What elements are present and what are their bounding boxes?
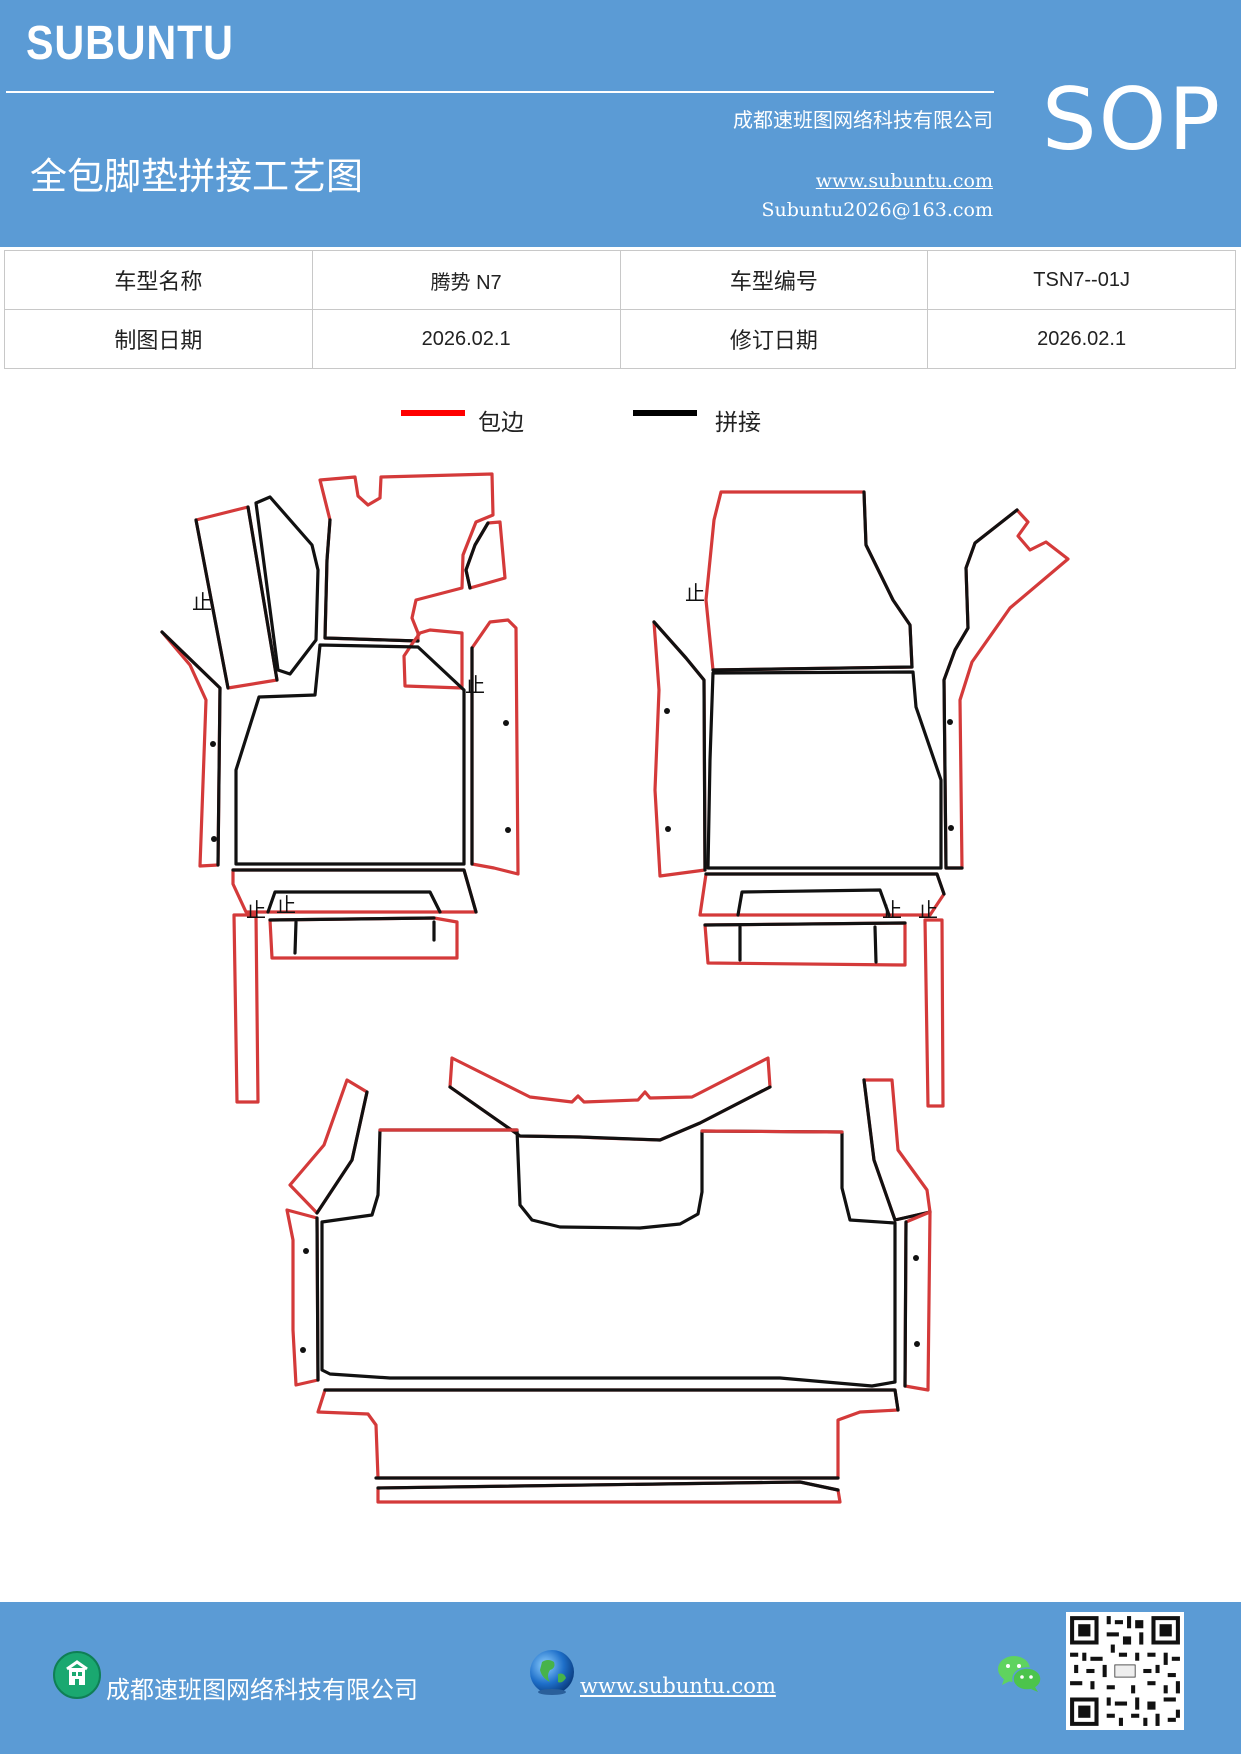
brand-logo: SUBUNTU <box>26 17 234 70</box>
stop-mark: 止 <box>465 673 485 697</box>
footer-company: 成都速班图网络科技有限公司 <box>106 1676 418 1704</box>
mat-front-left <box>160 472 520 1104</box>
stop-mark: 止 <box>685 581 705 605</box>
header-email[interactable]: Subuntu2026@163.com <box>761 199 993 221</box>
document-title: 全包脚垫拼接工艺图 <box>30 155 363 198</box>
mat-rear <box>285 1056 932 1504</box>
label-model-code: 车型编号 <box>619 250 929 310</box>
table-row: 车型名称 腾势 N7 车型编号 TSN7--01J <box>4 250 1236 310</box>
sop-badge: SOP <box>1042 70 1223 170</box>
legend-edge-label: 包边 <box>478 410 524 436</box>
legend-join-label: 拼接 <box>715 410 761 436</box>
value-draw-date: 2026.02.1 <box>311 309 621 369</box>
wechat-icon[interactable] <box>996 1652 1044 1696</box>
stop-mark: 止 <box>918 898 938 922</box>
header-website-link[interactable]: www.subuntu.com <box>815 170 993 192</box>
qr-code-graphic <box>1066 1612 1184 1730</box>
building-icon <box>53 1651 101 1699</box>
mat-front-right <box>652 490 1070 1108</box>
label-model-name: 车型名称 <box>4 250 313 310</box>
header-divider <box>6 91 994 93</box>
stop-mark: 止 <box>192 590 212 614</box>
stop-mark: 止 <box>276 893 296 917</box>
value-model-name: 腾势 N7 <box>311 250 621 310</box>
value-model-code: TSN7--01J <box>927 250 1236 310</box>
legend-edge-swatch <box>401 410 465 416</box>
table-row: 制图日期 2026.02.1 修订日期 2026.02.1 <box>4 309 1236 369</box>
label-revise-date: 修订日期 <box>619 309 929 369</box>
header-banner: SUBUNTU 成都速班图网络科技有限公司 全包脚垫拼接工艺图 www.subu… <box>0 0 1241 247</box>
stop-mark: 止 <box>246 898 266 922</box>
footer-website-link[interactable]: www.subuntu.com <box>580 1674 776 1698</box>
globe-icon <box>530 1650 574 1695</box>
qr-code[interactable] <box>1066 1612 1184 1730</box>
value-revise-date: 2026.02.1 <box>927 309 1236 369</box>
legend-join-swatch <box>633 410 697 416</box>
label-draw-date: 制图日期 <box>4 309 313 369</box>
header-company: 成都速班图网络科技有限公司 <box>733 108 993 132</box>
info-table: 车型名称 腾势 N7 车型编号 TSN7--01J 制图日期 2026.02.1… <box>4 250 1236 369</box>
stop-mark: 止 <box>882 898 902 922</box>
